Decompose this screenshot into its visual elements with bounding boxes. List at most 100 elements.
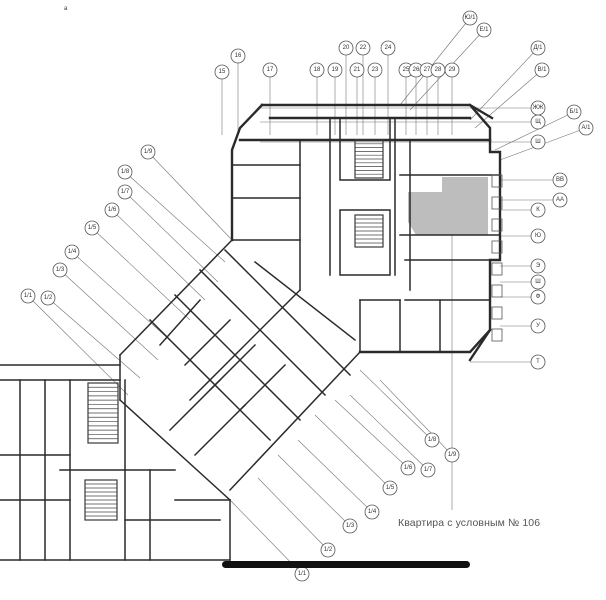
axis-label: Ш [535,279,541,285]
axis-label: Э [536,263,541,269]
axis-label: ЖЖ [532,105,544,111]
axis-line [257,477,329,551]
axis-label: 16 [235,53,242,59]
wall-segment [158,298,202,347]
axis-line [147,151,233,241]
axis-label: У [536,323,540,329]
wall-segment [193,403,247,457]
axis-bubble [530,114,546,130]
axis-label: 1/6 [404,465,413,471]
axis-line [277,454,351,527]
wall-segment [188,288,302,402]
axis-label: Ю [535,233,541,239]
axis-label: 1/9 [448,452,457,458]
axis-line [91,227,191,321]
wall-segment [223,248,352,377]
axis-label: Ш [535,139,541,145]
axis-line [474,69,543,129]
wall-segment [339,117,391,181]
axis-bubble [530,134,546,150]
axis-bubble [309,62,325,78]
scale-bar [222,561,470,568]
wall-segment [168,378,222,432]
axis-bubble [382,480,398,496]
axis-label: 20 [343,45,350,51]
axis-label: 1/3 [346,523,355,529]
axis-bubble [424,432,440,448]
axis-bubble [20,288,36,304]
corner-mark: a [64,6,68,12]
axis-label: 17 [267,67,274,73]
axis-bubble [214,64,230,80]
axis-bubble [262,62,278,78]
axis-label: 25 [403,67,410,73]
axis-bubble [530,202,546,218]
axis-label: 1/2 [44,295,53,301]
axis-bubble [530,228,546,244]
axis-label: АА [556,197,564,203]
building-walls [0,103,503,561]
axis-label: 24 [385,45,392,51]
axis-label: 29 [449,67,456,73]
wall-segment [230,103,264,242]
axis-label: 27 [424,67,431,73]
axis-bubble [552,172,568,188]
wall-segment [118,238,234,357]
axis-label: 1/7 [424,467,433,473]
axis-line [469,47,539,121]
axis-bubble [444,447,460,463]
axis-bubble [530,289,546,305]
wall-segment [468,103,494,120]
highlighted-apartment-106[interactable] [442,177,488,235]
wall-segment [118,398,232,502]
axis-bubble [117,164,133,180]
axis-label: 1/1 [298,571,307,577]
axis-bubble [578,120,594,136]
axis-bubble [117,184,133,200]
window [491,218,503,232]
wall-segment [173,293,302,422]
axis-label: 1/6 [108,207,117,213]
axis-label: 15 [219,69,226,75]
axis-line [359,369,433,441]
axis-label: 23 [372,67,379,73]
axis-bubble [476,22,492,38]
axis-label: 26 [413,67,420,73]
axis-bubble [534,62,550,78]
stair-core [87,382,119,444]
axis-label: 18 [314,67,321,73]
axis-label: К [536,207,540,213]
wall-segment [253,260,357,342]
window [491,284,503,298]
axis-bubble [84,220,100,236]
wall-segment [339,209,391,276]
stair-core [354,139,384,179]
axis-label: 1/7 [121,189,130,195]
stair-core [354,214,384,248]
axis-bubble [64,244,80,260]
stair-core [84,479,118,521]
axis-line [399,17,471,106]
axis-bubble [530,258,546,274]
axis-label: 1/1 [24,293,33,299]
axis-bubble [40,290,56,306]
axis-line [314,414,391,489]
axis-label: Т [536,359,540,365]
axis-label: Д/1 [533,45,543,51]
axis-bubble [338,40,354,56]
axis-label: 1/9 [144,149,153,155]
axis-bubble [530,274,546,290]
axis-line [334,399,409,469]
axis-label: Ю/1 [464,15,476,21]
axis-bubble [320,542,336,558]
axis-label: Б/1 [570,109,580,115]
axis-label: 1/3 [56,267,65,273]
axis-label: В/1 [537,67,547,73]
window [491,240,503,254]
wall-segment [148,318,272,442]
window [491,306,503,320]
axis-bubble [552,192,568,208]
axis-bubble [420,462,436,478]
